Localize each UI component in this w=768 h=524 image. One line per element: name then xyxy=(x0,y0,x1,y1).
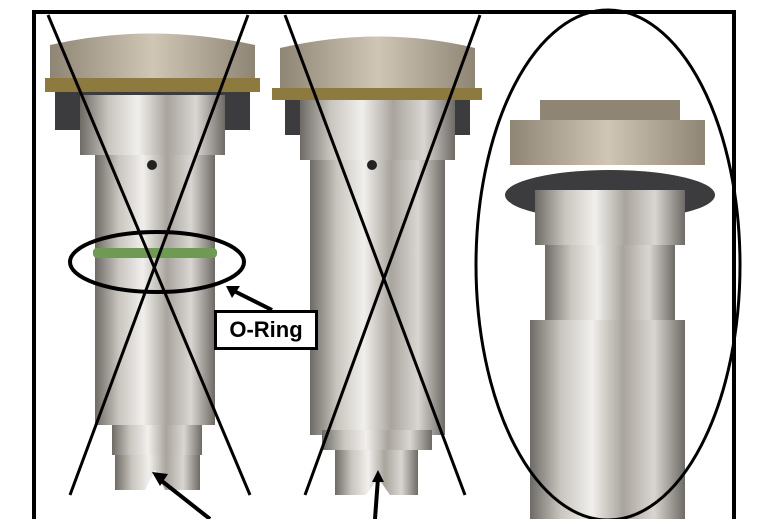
oring-arrow xyxy=(231,288,273,312)
cross-out-middle xyxy=(283,14,482,496)
oring-label: O-Ring xyxy=(214,310,318,350)
cross-out-left xyxy=(46,14,252,496)
oring-highlight xyxy=(68,230,246,294)
middle-part xyxy=(272,36,482,495)
notch-arrow-left xyxy=(156,476,212,521)
notch-arrow-middle xyxy=(373,477,380,520)
right-part xyxy=(505,100,715,519)
frame-border xyxy=(32,10,736,524)
